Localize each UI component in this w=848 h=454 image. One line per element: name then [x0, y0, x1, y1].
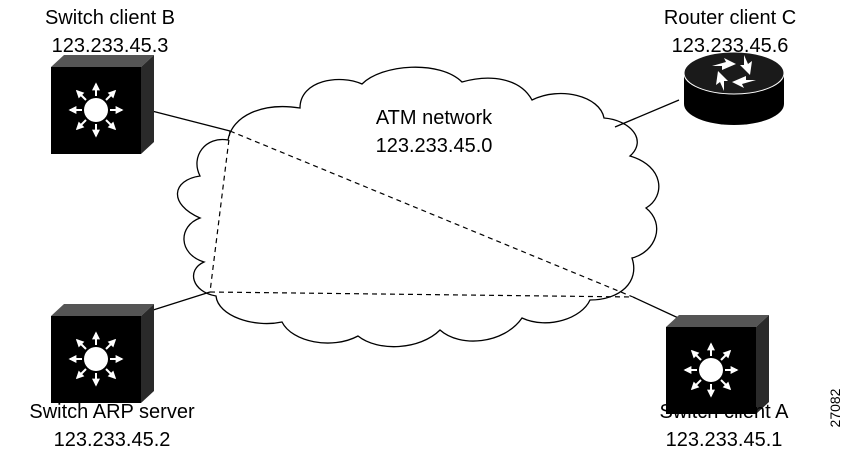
router-icon [683, 51, 785, 125]
atm-network-cloud [176, 66, 660, 348]
arp-server-name: Switch ARP server [29, 401, 195, 423]
vc-b-to-a [229, 130, 634, 298]
router-c-name: Router client C [664, 7, 796, 29]
switch-a-address: 123.233.45.1 [666, 429, 783, 451]
switch-a-name: Switch client A [660, 401, 790, 423]
link-arp-server [149, 291, 211, 312]
figure-id: 27082 [827, 388, 843, 427]
vc-arp-to-a [209, 291, 634, 298]
arp-server-address: 123.233.45.2 [54, 429, 171, 451]
atm-switch-icon [51, 55, 154, 154]
switch-b-address: 123.233.45.3 [52, 35, 169, 57]
network-name: ATM network [376, 107, 493, 129]
link-switch-b [147, 109, 231, 132]
switch-b-name: Switch client B [45, 7, 175, 29]
router-c-address: 123.233.45.6 [672, 35, 789, 57]
link-router-c [614, 99, 680, 128]
network-address: 123.233.45.0 [376, 135, 493, 157]
atm-switch-icon [666, 315, 769, 414]
atm-switch-icon [51, 304, 154, 403]
vc-b-to-arp [209, 130, 231, 293]
